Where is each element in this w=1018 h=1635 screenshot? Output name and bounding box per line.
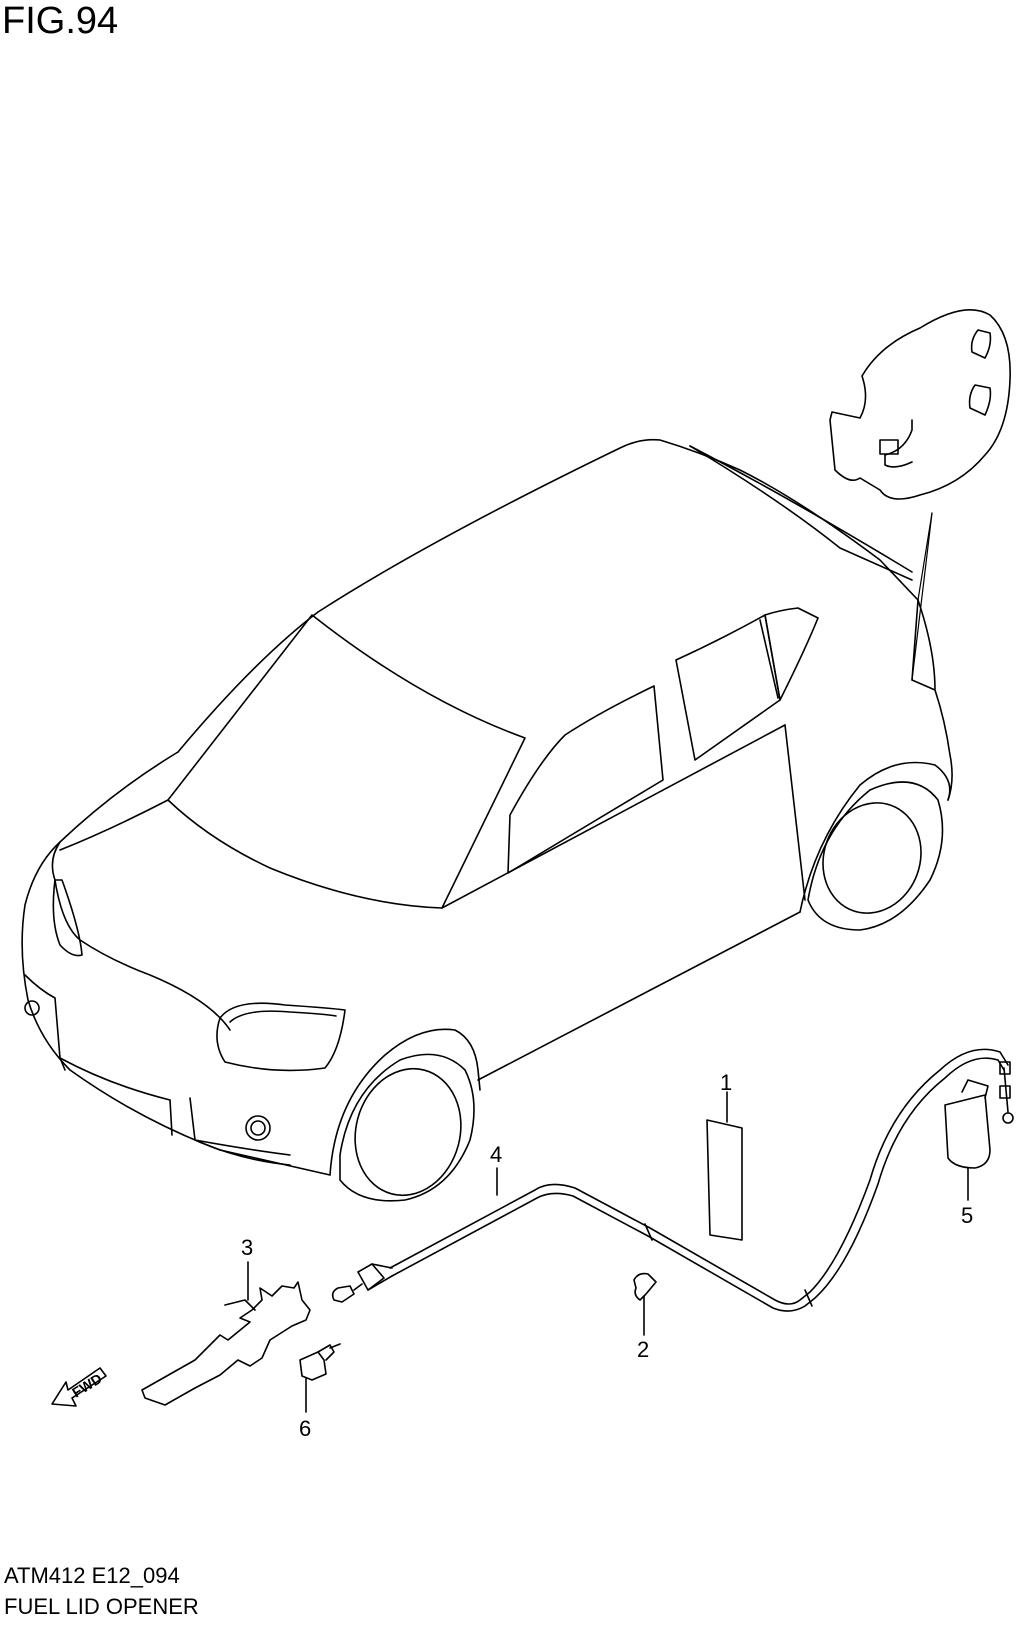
callout-part-6: 6	[299, 1416, 311, 1441]
fuel-lid-housing	[829, 308, 1011, 681]
callout-part-1: 1	[720, 1070, 732, 1095]
part-4-cable-drawing	[331, 1048, 1009, 1312]
callout-part-4: 4	[490, 1142, 502, 1167]
diagram-code: ATM412 E12_094	[4, 1563, 180, 1588]
figure-title: FIG.94	[2, 0, 119, 42]
part-2-drawing	[633, 1272, 657, 1336]
diagram-name: FUEL LID OPENER	[4, 1594, 199, 1619]
fwd-arrow-icon: FWD	[51, 1367, 107, 1407]
callout-part-5: 5	[961, 1203, 973, 1228]
part-5-drawing	[944, 1061, 1014, 1201]
part-6-drawing	[299, 1343, 341, 1413]
vehicle-outline	[21, 438, 953, 1202]
part-3-drawing	[141, 1261, 311, 1406]
callout-part-3: 3	[241, 1235, 253, 1260]
callout-part-2: 2	[637, 1337, 649, 1362]
part-1-drawing	[706, 1091, 743, 1241]
